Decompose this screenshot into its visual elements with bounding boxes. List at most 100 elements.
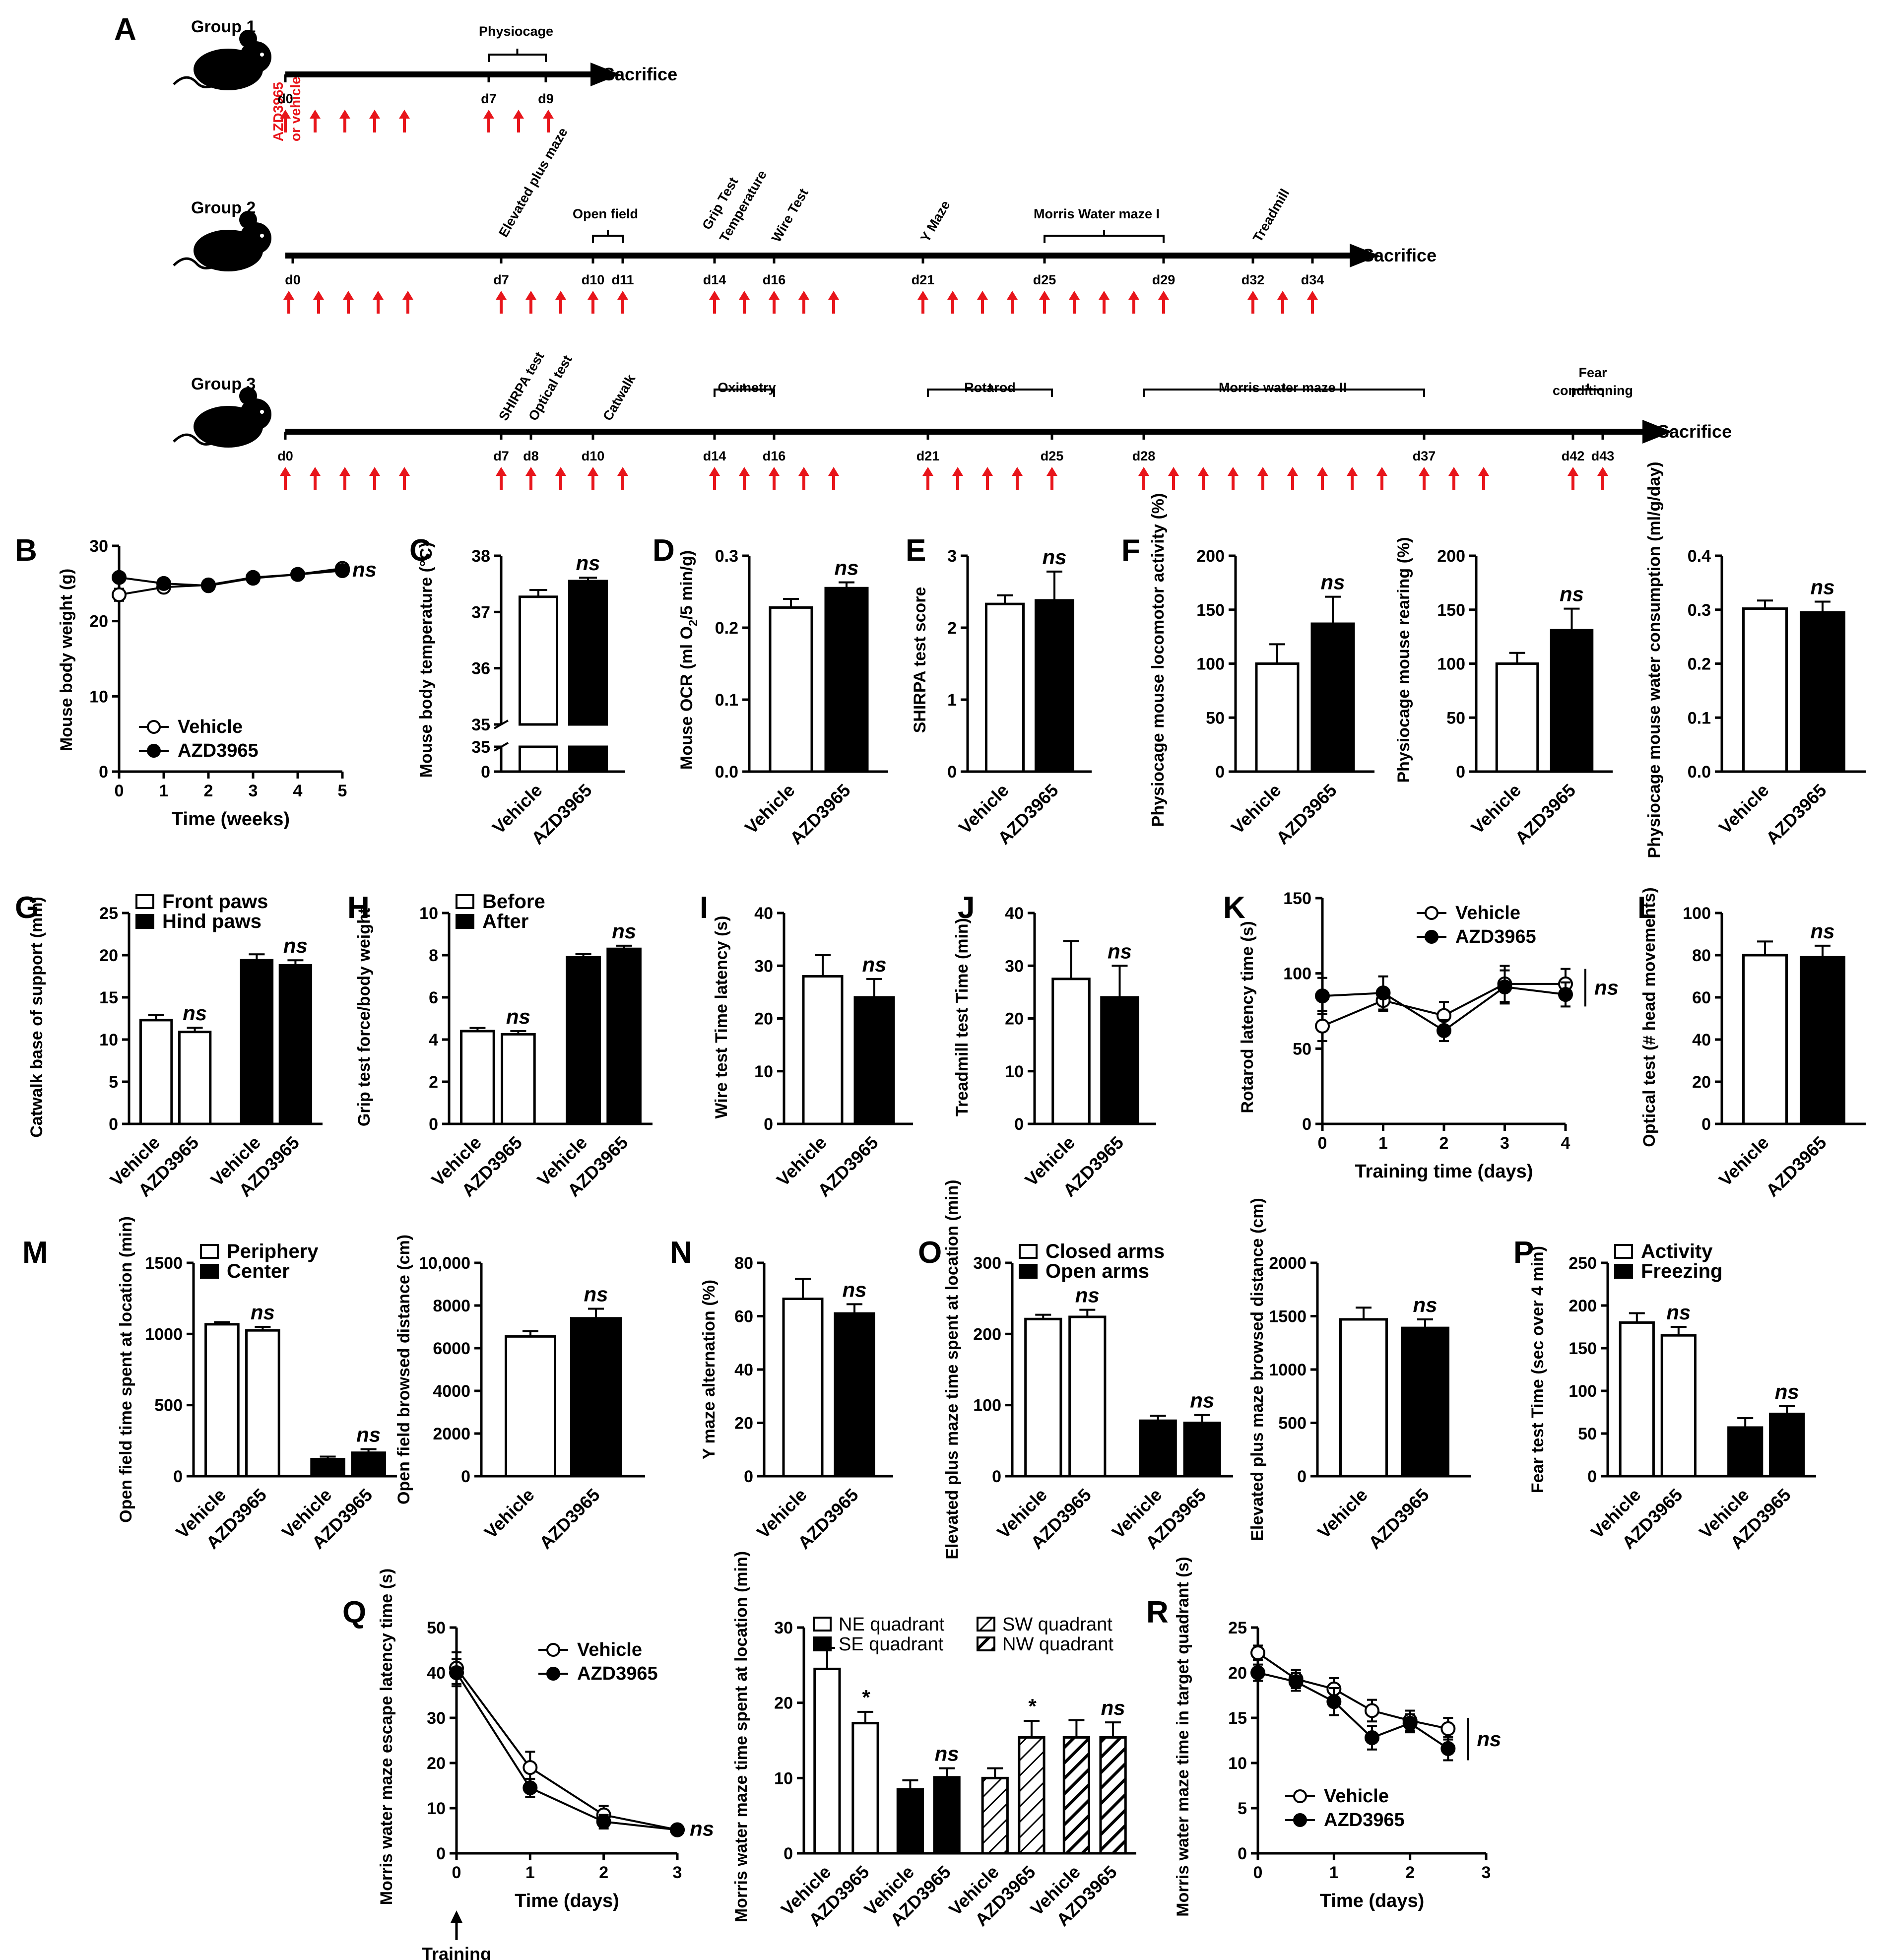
significance-label: ns [1320,571,1345,594]
mouse-head [240,41,271,73]
y-axis-label: Grip test force/body weight [355,908,374,1126]
treatment-arrow-icon [1099,291,1110,300]
error-bar [588,1307,604,1318]
significance-label: ns [935,1742,959,1765]
y-tick-label: 500 [1278,1414,1307,1433]
day-label: d42 [1562,449,1585,463]
treatment-arrow-icon [588,291,598,300]
error-bar [1150,1415,1166,1421]
treatment-arrow-icon [1307,291,1318,300]
legend-label: AZD3965 [178,740,259,761]
data-point [1326,1694,1342,1709]
data-point [1315,988,1330,1004]
event-label-line: Fear [1578,365,1607,380]
event-bracket [592,230,624,243]
y-tick-label: 0.1 [715,691,738,710]
timeline-arrowhead-icon [1350,244,1379,267]
bar [245,1329,280,1478]
event-label: Open field [573,206,638,221]
treatment-arrow-icon [1347,467,1358,476]
y-axis-label-part: Mouse OCR (ml O [677,626,696,770]
error-bar [1564,607,1580,631]
y-tick-label: 30 [774,1619,793,1637]
y-tick-label: 30 [1005,957,1024,976]
panel-letter: Q [342,1595,366,1630]
data-point [523,1780,538,1796]
data-point [523,1760,538,1775]
y-tick-label: 100 [1683,904,1711,923]
significance-label: ns [1775,1380,1799,1403]
legend-label: Periphery [227,1241,319,1262]
bar-upper [519,595,558,726]
significance-label: ns [1810,575,1834,598]
series-line [119,570,343,587]
y-tick-label: 35 [471,738,490,757]
error-bar [1737,1417,1754,1428]
significance-label: * [1028,1695,1037,1718]
x-tick-label: AZD3965 [786,780,854,849]
y-tick-label: 0 [1014,1115,1024,1134]
significance-label: ns [352,558,377,581]
y-tick-label: 40 [734,1361,753,1379]
day-label: d32 [1242,272,1265,287]
bar [1660,1334,1697,1478]
panel-letter: I [700,891,708,925]
error-bar [249,953,265,961]
y-tick-label: 50 [1446,709,1465,727]
day-label: d37 [1413,449,1436,463]
data-point [1440,1721,1456,1736]
bar [1800,611,1845,773]
x-tick-label: 1 [1378,1134,1388,1153]
bar [606,947,642,1125]
treatment-arrow-icon [617,467,628,476]
legend-label: Vehicle [577,1639,642,1660]
treatment-arrow-icon [1287,467,1298,476]
series-line [1257,1652,1448,1730]
treatment-arrow-icon [1012,467,1023,476]
panel-m2: Open field browsed distance (cm)02000400… [394,1235,645,1553]
y-tick-label: 50 [1578,1425,1597,1443]
y-tick-label: 0 [99,763,108,782]
panel-letter: J [958,891,975,925]
panel-f2: Physiocage mouse rearing (%)050100150200… [1394,537,1613,849]
legend-label: NE quadrant [839,1614,945,1635]
day-label: d14 [703,272,726,287]
error-bar [1079,1308,1096,1317]
y-tick-label: 40 [1692,1031,1711,1049]
day-label: d29 [1152,272,1176,287]
y-tick-label: 10 [89,687,108,706]
error-bar [469,1027,486,1031]
error-bar [902,1779,918,1790]
panel-letter: N [670,1236,692,1270]
y-axis-label: Open field time spent at location (min) [117,1216,135,1523]
y-tick-label: 37 [471,603,490,622]
bar [1024,1317,1062,1478]
day-label: d10 [582,449,605,463]
y-tick-label: 1000 [1269,1361,1307,1379]
y-tick-label: 3 [947,547,957,566]
event-label: Treadmill [1250,186,1292,245]
y-axis-label: Physiocage mouse rearing (%) [1394,537,1413,783]
data-point [670,1822,685,1837]
bar [834,1312,875,1478]
bar [566,956,601,1125]
legend-label: Vehicle [178,717,243,737]
bar-upper [568,580,608,726]
x-tick-label: AZD3965 [535,1485,604,1553]
y-tick-label: 150 [1568,1339,1597,1358]
legend-label: Vehicle [1455,903,1520,923]
y-tick-label: 100 [1196,655,1225,674]
treatment-arrow-icon [1168,467,1179,476]
treatment-arrow-icon [917,291,928,300]
data-point [1365,1730,1379,1746]
y-tick-label: 25 [1228,1619,1247,1637]
error-bar [1105,1721,1121,1738]
legend-label: Hind paws [162,911,261,932]
y-tick-label: 0 [1215,763,1225,782]
treatment-arrow-icon [828,467,839,476]
